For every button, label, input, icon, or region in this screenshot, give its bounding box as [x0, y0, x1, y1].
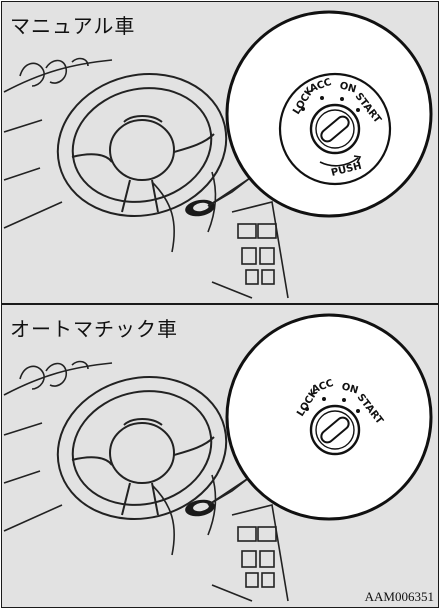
- ignition-switch-detail-icon: [305, 397, 361, 456]
- steering-wheel-icon: [56, 73, 228, 217]
- automatic-illustration: LOCK ACC ON START: [3, 313, 433, 602]
- automatic-panel-title: オートマチック車: [10, 317, 178, 341]
- magnifier-circle: [225, 10, 433, 218]
- manual-panel-title: マニュアル車: [10, 14, 136, 38]
- ignition-key-slot-icon: [185, 499, 215, 517]
- ignition-key-slot-icon: [185, 199, 215, 217]
- magnifier-circle: [225, 313, 433, 521]
- manual-illustration: LOCK ACC ON START PUSH: [3, 10, 433, 299]
- steering-wheel-icon: [56, 376, 228, 520]
- figure-code: AAM006351: [364, 589, 434, 604]
- panel-divider: [2, 303, 438, 305]
- manual-panel: マニュアル車: [2, 2, 438, 304]
- ignition-switch-detail-icon: [278, 72, 392, 186]
- label-on: ON: [340, 381, 359, 396]
- automatic-panel: オートマチック車: [2, 305, 438, 607]
- label-on: ON: [338, 80, 357, 95]
